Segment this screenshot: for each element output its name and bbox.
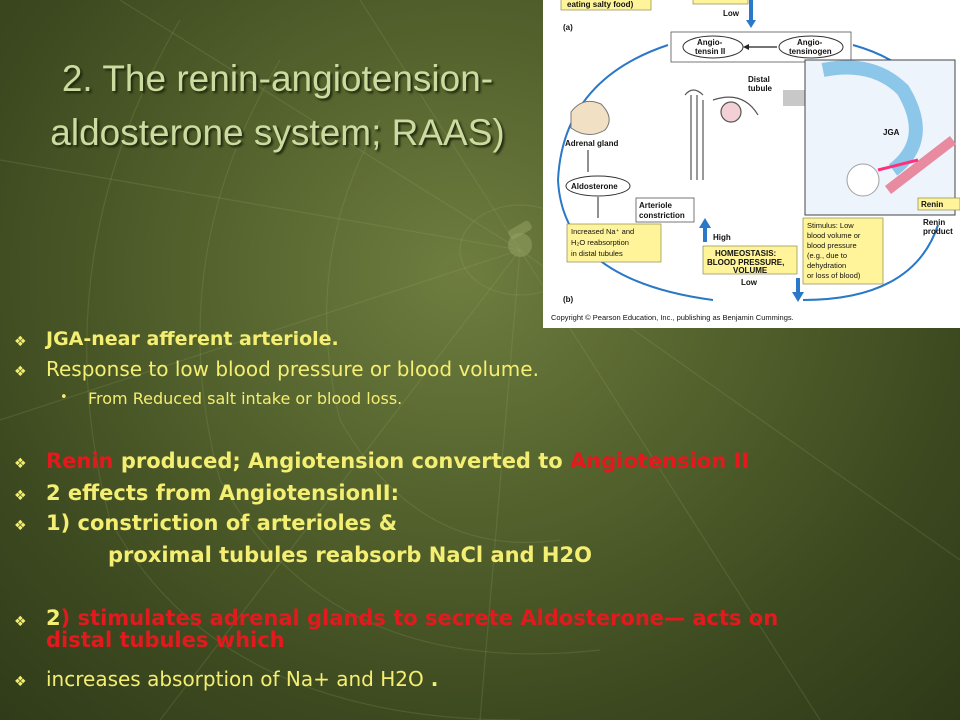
renin-label: Renin <box>921 200 943 209</box>
bullet-6-number: 2 <box>46 606 61 630</box>
distal-tubule-label-2: tubule <box>748 84 773 93</box>
bullet-6: 2) stimulates adrenal glands to secrete … <box>46 606 779 630</box>
homeostasis-line1: HOMEOSTASIS: <box>715 249 776 258</box>
constriction-label: constriction <box>639 211 685 220</box>
bullet-marker-icon: ❖ <box>14 364 27 380</box>
stimulus-top-box <box>560 0 652 11</box>
nephron-drawing <box>684 89 759 180</box>
raas-diagram-figure: eating salty food) (a) Low Angio- tensin… <box>543 0 960 328</box>
low-bottom-label: Low <box>741 278 758 287</box>
renin-term: Renin <box>46 449 114 473</box>
increased-na-box <box>566 223 662 263</box>
bullet-marker-icon: ❖ <box>14 614 27 630</box>
arrowhead-high <box>699 218 711 228</box>
stimulus-box <box>802 217 884 285</box>
angiotension-ii-term: Angiotension II <box>570 449 750 473</box>
bullet-3-mid: produced; Angiotension converted to <box>113 449 571 473</box>
bullet-7-end: . <box>423 667 439 691</box>
homeostasis-line2: BLOOD PRESSURE, <box>707 258 784 267</box>
jga-detail-panel <box>804 59 956 216</box>
stimulus-line2: blood volume or <box>807 231 861 240</box>
angiotensin-ii-label-2: tensin II <box>695 47 725 56</box>
angiotensinogen-oval <box>778 35 844 59</box>
top-text: eating salty food) <box>567 0 634 9</box>
cycle-arrow-left <box>556 44 714 301</box>
raas-diagram: eating salty food) (a) Low Angio- tensin… <box>551 0 960 322</box>
arrowhead-top <box>746 20 756 28</box>
bullet-marker-icon: ❖ <box>14 674 27 690</box>
increased-na-line2: H₂O reabsorption <box>571 238 629 247</box>
aldosterone-label: Aldosterone <box>571 182 618 191</box>
bullet-marker-icon: ❖ <box>14 334 27 350</box>
bullet-5: 1) constriction of arterioles & <box>46 511 398 535</box>
arrowhead-low <box>792 292 804 302</box>
bullet-3: Renin produced; Angiotension converted t… <box>46 450 749 472</box>
tubule-shape <box>821 60 923 176</box>
bullet-2: Response to low blood pressure or blood … <box>46 357 539 381</box>
stimulus-line5: dehydration <box>807 261 846 270</box>
glomerulus <box>846 163 880 197</box>
aldosterone-oval <box>565 175 631 197</box>
distal-tubule-label: Distal <box>748 75 770 84</box>
title-line-2: aldosterone system; RAAS) <box>50 112 505 153</box>
top-yellow-box <box>692 0 749 5</box>
homeostasis-line3: VOLUME <box>733 266 768 275</box>
bullet-1: JGA-near afferent arteriole. <box>46 328 339 350</box>
bullet-4: 2 effects from AngiotensionII: <box>46 481 400 505</box>
bullet-2-sub: From Reduced salt intake or blood loss. <box>88 389 403 408</box>
conversion-arrowhead <box>743 44 749 50</box>
adrenal-gland-shape <box>570 100 610 135</box>
arteriole-label: Arteriole <box>639 201 672 210</box>
renin-production-line2: product <box>923 227 953 236</box>
adrenal-gland-label: Adrenal gland <box>565 139 618 148</box>
jga-label: JGA <box>883 128 900 137</box>
bullet-6-line2: distal tubules which <box>46 628 285 652</box>
increased-na-line1: Increased Na⁺ and <box>571 227 634 236</box>
angiotensinogen-label-2: tensinogen <box>789 47 832 56</box>
increased-na-line3: in distal tubules <box>571 249 623 258</box>
afferent-arteriole <box>884 136 957 194</box>
bullet-7-text: increases absorption of Na+ and H2O <box>46 667 424 691</box>
stimulus-line3: blood pressure <box>807 241 857 250</box>
cycle-arrow-bottom <box>802 224 939 301</box>
sub-bullet-dot-icon: • <box>60 390 68 405</box>
bullet-6-text: ) stimulates adrenal glands to secrete A… <box>60 606 779 630</box>
arteriole-constriction-box <box>635 197 695 223</box>
label-b: (b) <box>563 295 574 304</box>
bullet-7: increases absorption of Na+ and H2O . <box>46 668 438 690</box>
angiotensinogen-label: Angio- <box>797 38 823 47</box>
stimulus-line1: Stimulus: Low <box>807 221 854 230</box>
bullet-marker-icon: ❖ <box>14 488 27 504</box>
high-label: High <box>713 233 731 242</box>
homeostasis-box <box>702 245 798 275</box>
copyright-text: Copyright © Pearson Education, Inc., pub… <box>551 313 794 322</box>
bullet-marker-icon: ❖ <box>14 518 27 534</box>
slide-title: 2. The renin-angiotension- aldosterone s… <box>0 52 555 160</box>
low-top-label: Low <box>723 9 740 18</box>
jga-pointer <box>877 158 919 172</box>
title-line-1: 2. The renin-angiotension- <box>61 58 494 99</box>
stimulus-line6: or loss of blood) <box>807 271 861 280</box>
angiotensin-ii-label: Angio- <box>697 38 723 47</box>
renin-production-line1: Renin <box>923 218 945 227</box>
bullet-5-continued: proximal tubules reabsorb NaCl and H2O <box>108 543 592 567</box>
label-a: (a) <box>563 23 573 32</box>
renin-box <box>917 197 960 211</box>
bullet-marker-icon: ❖ <box>14 456 27 472</box>
stimulus-line4: (e.g., due to <box>807 251 847 260</box>
